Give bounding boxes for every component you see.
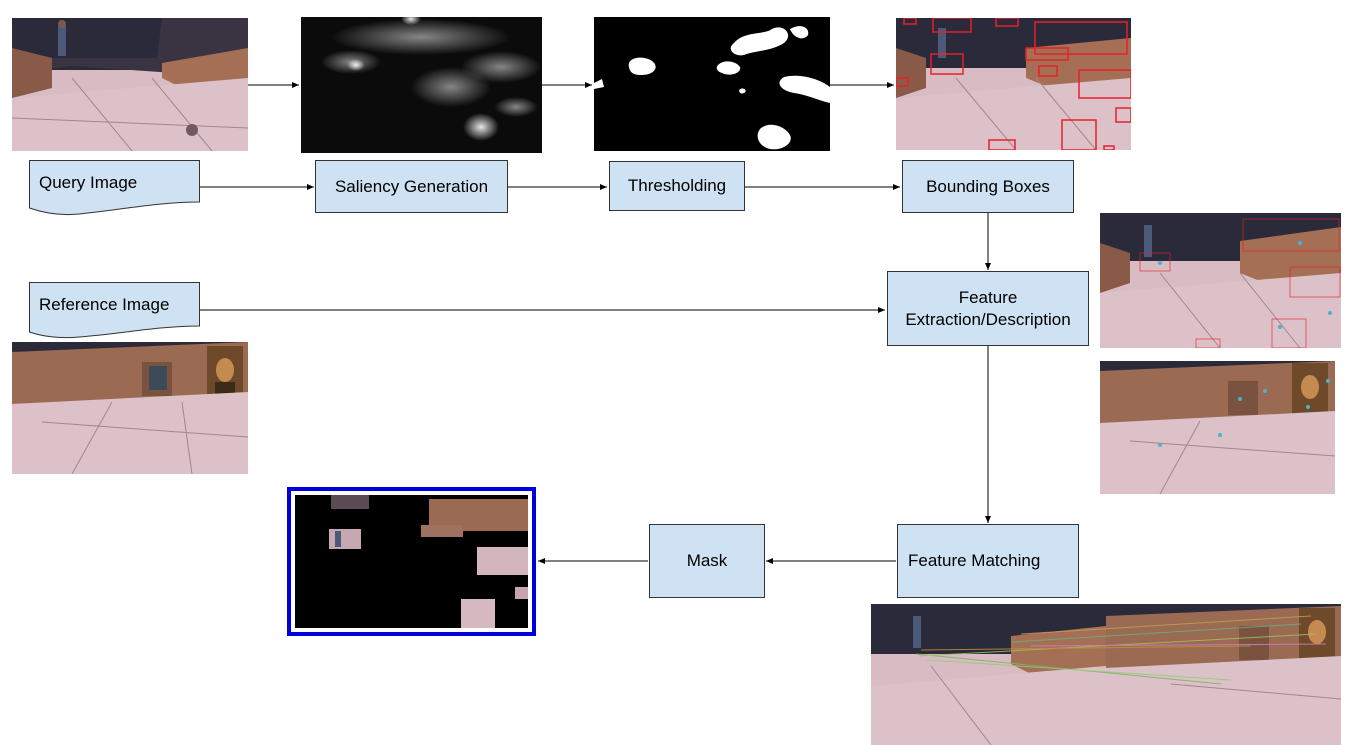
mask-node: Mask [649, 524, 765, 598]
feature-extraction-label: Feature Extraction/Description [905, 287, 1071, 329]
feature-matching-label: Feature Matching [908, 551, 1041, 570]
threshold-map-image [594, 17, 830, 151]
reference-image-node [29, 282, 200, 339]
reference-keypoints-photo [1100, 361, 1335, 494]
saliency-generation-label: Saliency Generation [334, 176, 489, 196]
masked-output-image [287, 487, 536, 636]
thresholding-label: Thresholding [627, 176, 727, 195]
feature-matching-photo [871, 604, 1341, 745]
bounding-boxes-node: Bounding Boxes [902, 160, 1074, 213]
feature-matching-node: Feature Matching [897, 524, 1079, 598]
bounding-boxes-label: Bounding Boxes [926, 176, 1050, 196]
query-image-photo [12, 18, 248, 151]
query-keypoints-photo [1100, 213, 1341, 348]
query-image-label: Query Image [39, 173, 138, 192]
reference-image-label: Reference Image [39, 295, 170, 314]
mask-label: Mask [686, 551, 728, 570]
reference-image-photo [12, 342, 248, 474]
query-image-node [29, 160, 200, 215]
bounding-boxes-image [896, 18, 1131, 150]
thresholding-node: Thresholding [609, 161, 745, 211]
saliency-map-image [301, 17, 542, 153]
saliency-generation-node: Saliency Generation [315, 160, 508, 213]
feature-extraction-node: Feature Extraction/Description [887, 271, 1089, 346]
